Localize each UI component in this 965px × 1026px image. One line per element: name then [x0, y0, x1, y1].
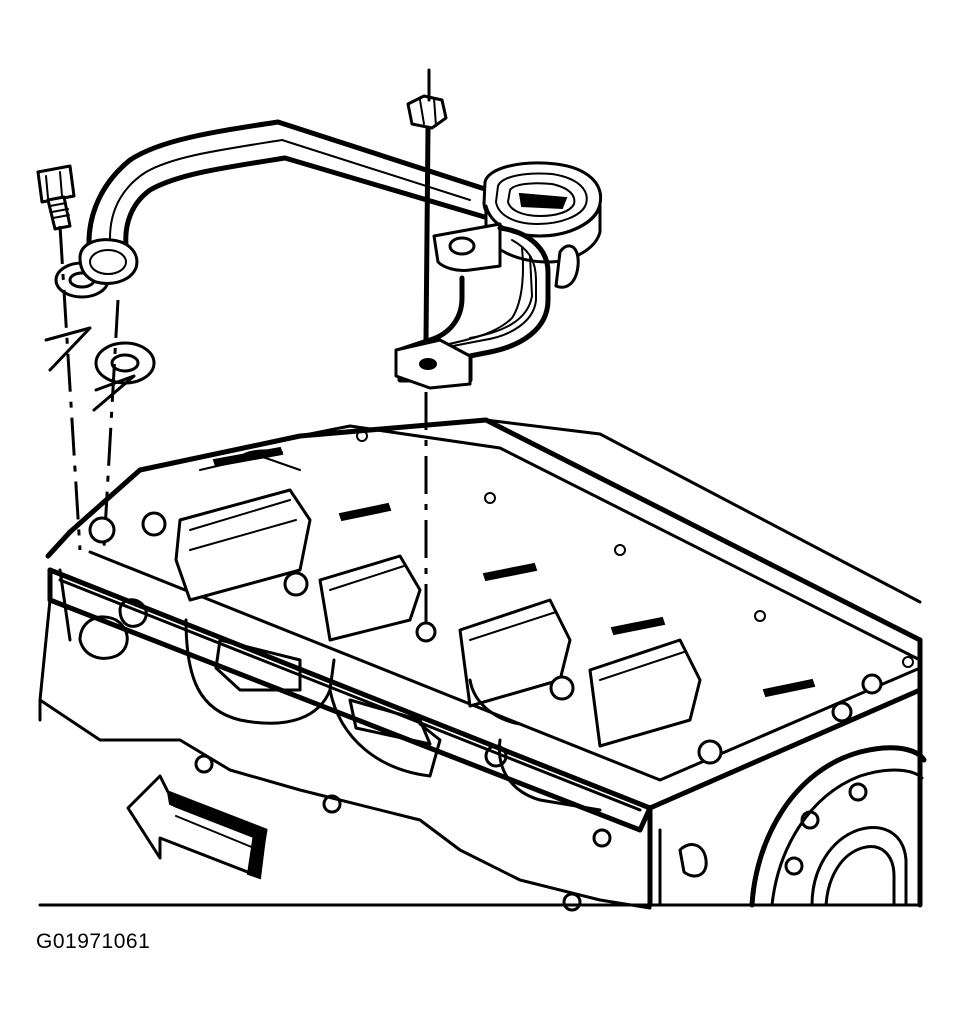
break-marker-left — [44, 326, 136, 412]
gasket-lower-left — [94, 341, 156, 385]
front-direction-arrow-icon — [126, 774, 268, 880]
timing-cover — [647, 687, 923, 908]
head-bolts — [88, 511, 883, 765]
alignment-line-tube — [102, 299, 120, 549]
crankshaft-pulley — [749, 745, 927, 908]
figure-id-label: G01971061 — [36, 930, 151, 953]
alignment-line-bolt — [58, 225, 82, 551]
engine-cylinder-head — [45, 417, 923, 833]
nut-top — [406, 68, 448, 343]
engine-block-lower — [38, 568, 652, 912]
oil-fill-cap — [482, 161, 603, 289]
bolt-left — [36, 164, 76, 231]
tube-bracket — [394, 222, 551, 390]
